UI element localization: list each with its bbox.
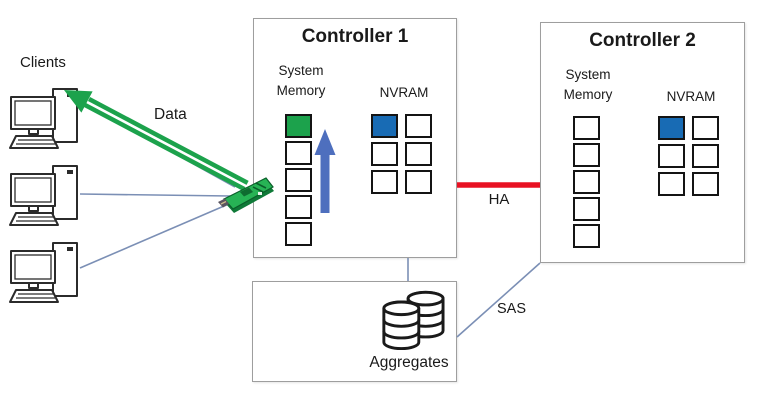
- memory-cell-white: [573, 170, 600, 194]
- controller-2-system-memory-label: System Memory: [563, 67, 613, 103]
- database-stack-icon: [382, 290, 445, 351]
- controller-2-title: Controller 2: [589, 30, 696, 51]
- controller-2-nvram-label: NVRAM: [666, 89, 716, 104]
- memory-cell-white: [658, 144, 685, 168]
- memory-cell-green: [285, 114, 312, 138]
- memory-cell-white: [573, 197, 600, 221]
- client-computer-3: [9, 241, 85, 307]
- controller-1-system-memory-label: System Memory: [276, 63, 326, 99]
- controller-1-title: Controller 1: [301, 26, 409, 47]
- memory-cell-blue: [658, 116, 685, 140]
- client-computer-1: [9, 87, 85, 153]
- desktop-computer-icon: [9, 242, 78, 303]
- desktop-computer-icon: [9, 165, 78, 226]
- memory-cell-white: [573, 143, 600, 167]
- memory-cell-white: [405, 114, 432, 138]
- client-computer-2: [9, 164, 85, 230]
- memory-cell-white: [405, 170, 432, 194]
- sas-link-line: [456, 262, 541, 338]
- memory-cell-white: [371, 142, 398, 166]
- controller-2-box: Controller 2 System Memory NVRAM: [540, 22, 745, 263]
- memory-cell-white: [692, 172, 719, 196]
- memory-cell-white: [692, 144, 719, 168]
- memory-cell-blue: [371, 114, 398, 138]
- clients-label: Clients: [20, 54, 66, 71]
- controller-2-nvram-cells: [658, 116, 719, 196]
- controller-1-nvram-cells: [371, 114, 432, 194]
- memory-cell-white: [658, 172, 685, 196]
- memory-cell-white: [405, 142, 432, 166]
- sas-link-label: SAS: [497, 301, 527, 317]
- memory-cell-white: [371, 170, 398, 194]
- controller-1-system-memory-cells: [285, 114, 312, 246]
- memory-cell-white: [692, 116, 719, 140]
- controller-1-box: Controller 1 System Memory NVRAM: [253, 18, 457, 258]
- memory-cell-white: [285, 222, 312, 246]
- ha-link-label: HA: [488, 191, 510, 208]
- network-card-icon: [216, 166, 274, 218]
- memory-cell-white: [285, 195, 312, 219]
- memory-cell-white: [285, 141, 312, 165]
- aggregates-label: Aggregates: [369, 354, 449, 371]
- data-flow-label: Data: [154, 106, 187, 123]
- memory-cell-white: [573, 116, 600, 140]
- desktop-computer-icon: [9, 88, 78, 149]
- controller-1-nvram-label: NVRAM: [379, 85, 429, 100]
- memory-cell-white: [573, 224, 600, 248]
- memory-cell-white: [285, 168, 312, 192]
- aggregates-box: Aggregates: [252, 281, 457, 382]
- client-3-connection-line: [79, 202, 232, 269]
- client-2-connection-line: [79, 193, 231, 197]
- controller-2-system-memory-cells: [573, 116, 600, 248]
